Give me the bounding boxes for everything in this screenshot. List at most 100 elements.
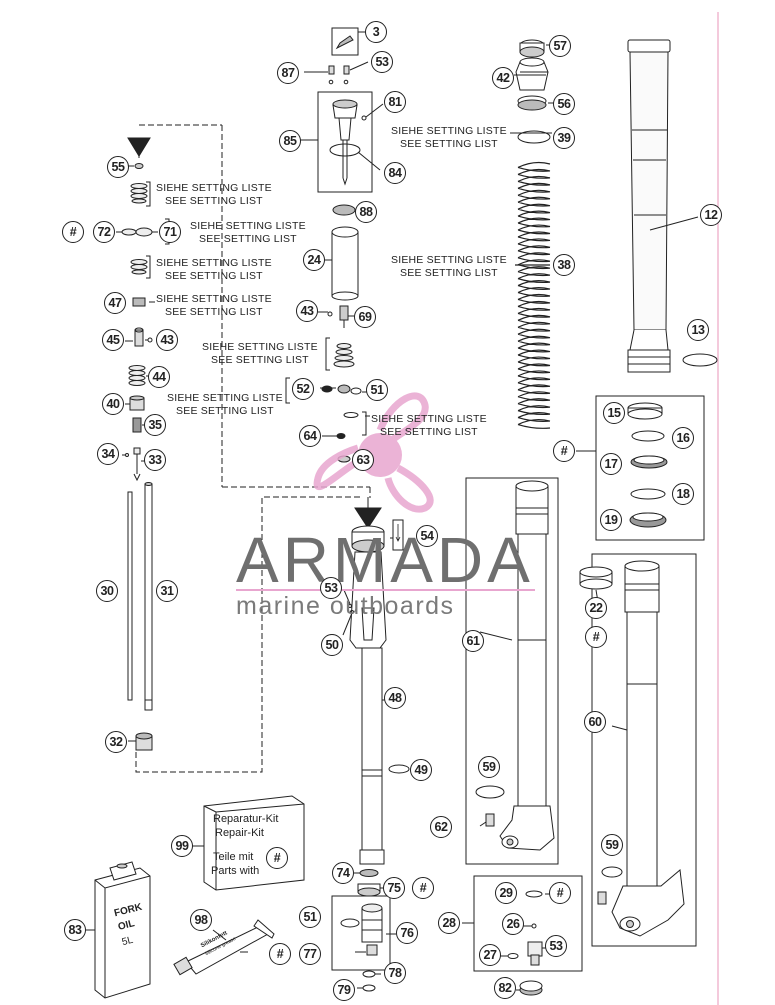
watermark-brand: ARMADA — [236, 524, 534, 596]
bottom-bushings-drawing — [331, 869, 396, 992]
callout-hash: # — [585, 626, 607, 648]
callout-16: 16 — [672, 427, 694, 449]
callout-43: 43 — [156, 329, 178, 351]
outer-fork-tube-drawing — [627, 39, 699, 373]
setting-list-de: SIEHE SETTING LISTE — [167, 392, 283, 404]
box-76 — [331, 895, 391, 971]
right-fork-leg-drawing — [597, 560, 685, 937]
kit-box-line4: Parts with — [211, 865, 260, 877]
setting-list-en: SEE SETTING LIST — [211, 353, 309, 366]
callout-3: 3 — [365, 21, 387, 43]
callout-13: 13 — [687, 319, 709, 341]
setting-list-de: SIEHE SETTING LISTE — [156, 182, 272, 194]
callout-47: 47 — [104, 292, 126, 314]
left-fork-leg-drawing — [475, 480, 555, 851]
kit-box-line1: Reparatur-Kit — [213, 813, 279, 825]
callout-60: 60 — [584, 711, 606, 733]
setting-list-en: SEE SETTING LIST — [165, 194, 263, 207]
setting-list-de: SIEHE SETTING LISTE — [190, 220, 306, 232]
callout-hash: # — [266, 847, 288, 869]
seal-parts-drawing — [576, 402, 668, 528]
part-22-drawing — [579, 566, 613, 590]
cartridge-cap-box — [317, 91, 373, 193]
callout-85: 85 — [279, 130, 301, 152]
callout-35: 35 — [144, 414, 166, 436]
kit-box-line2: Repair-Kit — [215, 827, 264, 839]
callout-28: 28 — [438, 912, 460, 934]
callout-83: 83 — [64, 919, 86, 941]
damping-rods-drawing — [127, 482, 382, 773]
small-screws-drawing — [304, 61, 369, 85]
setting-list-en: SEE SETTING LIST — [165, 269, 263, 282]
callout-87: 87 — [277, 62, 299, 84]
setting-list-en: SEE SETTING LIST — [380, 425, 478, 438]
callout-59: 59 — [478, 756, 500, 778]
callout-26: 26 — [502, 913, 524, 935]
box-28-parts-drawing — [462, 890, 543, 996]
callout-57: 57 — [549, 35, 571, 57]
callout-31: 31 — [156, 580, 178, 602]
setting-list-en: SEE SETTING LIST — [199, 232, 297, 245]
callout-78: 78 — [384, 962, 406, 984]
callout-22: 22 — [585, 597, 607, 619]
setting-list-de: SIEHE SETTING LISTE — [371, 413, 487, 425]
callout-50: 50 — [321, 634, 343, 656]
callout-33: 33 — [144, 449, 166, 471]
callout-17: 17 — [600, 453, 622, 475]
callout-71: 71 — [159, 221, 181, 243]
setting-list-en: SEE SETTING LIST — [176, 404, 274, 417]
kit-box-line3: Teile mit — [213, 851, 254, 863]
callout-54: 54 — [416, 525, 438, 547]
callout-30: 30 — [96, 580, 118, 602]
piston-shim-stack-drawing — [121, 124, 371, 498]
top-cap-parts-drawing — [510, 39, 556, 144]
callout-40: 40 — [102, 393, 124, 415]
callout-53: 53 — [371, 51, 393, 73]
silicone-grease-tube-drawing — [173, 919, 275, 976]
callout-38: 38 — [553, 254, 575, 276]
callout-29: 29 — [495, 882, 517, 904]
callout-79: 79 — [333, 979, 355, 1001]
callout-hash: # — [412, 877, 434, 899]
callout-64: 64 — [299, 425, 321, 447]
callout-75: 75 — [383, 877, 405, 899]
callout-82: 82 — [494, 977, 516, 999]
callout-27: 27 — [479, 944, 501, 966]
callout-77: 77 — [299, 943, 321, 965]
watermark-tagline: marine outboards — [236, 592, 455, 620]
callout-98: 98 — [190, 909, 212, 931]
callout-34: 34 — [97, 443, 119, 465]
fork-spring-drawing — [515, 161, 551, 429]
callout-55: 55 — [107, 156, 129, 178]
callout-24: 24 — [303, 249, 325, 271]
callout-88: 88 — [355, 201, 377, 223]
callout-48: 48 — [384, 687, 406, 709]
callout-15: 15 — [603, 402, 625, 424]
setting-list-en: SEE SETTING LIST — [400, 266, 498, 279]
callout-81: 81 — [384, 91, 406, 113]
callout-12: 12 — [700, 204, 722, 226]
box-15-19 — [595, 395, 705, 541]
callout-51: 51 — [366, 379, 388, 401]
callout-39: 39 — [553, 127, 575, 149]
box-60 — [591, 553, 697, 947]
callout-62: 62 — [430, 816, 452, 838]
setting-list-de: SIEHE SETTING LISTE — [156, 257, 272, 269]
callout-49: 49 — [410, 759, 432, 781]
callout-42: 42 — [492, 67, 514, 89]
callout-69: 69 — [354, 306, 376, 328]
ring-13-drawing — [682, 353, 718, 367]
callout-32: 32 — [105, 731, 127, 753]
callout-45: 45 — [102, 329, 124, 351]
callout-84: 84 — [384, 162, 406, 184]
setting-list-en: SEE SETTING LIST — [165, 305, 263, 318]
watermark-propeller-logo — [313, 392, 434, 513]
cartridge-tube-drawing — [318, 204, 363, 328]
